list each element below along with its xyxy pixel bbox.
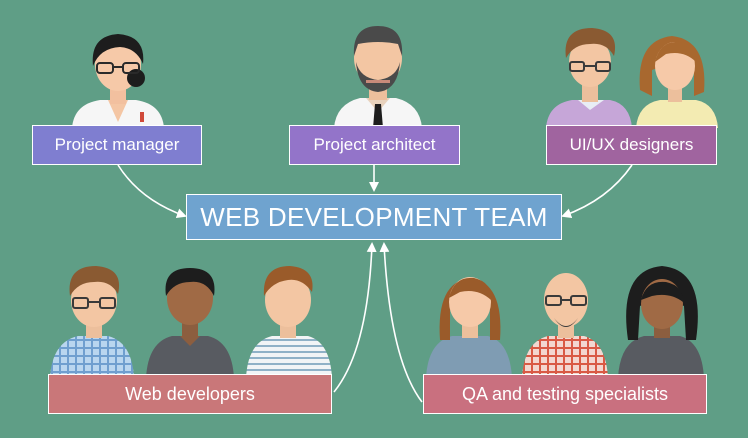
connector-arrows bbox=[117, 164, 633, 403]
arrow-project-manager bbox=[117, 164, 187, 219]
web-developers-label: Web developers bbox=[48, 374, 332, 414]
qa-specialist-3-figure bbox=[618, 266, 704, 378]
web-development-team-label: WEB DEVELOPMENT TEAM bbox=[186, 194, 562, 240]
web-developer-2-figure bbox=[146, 268, 234, 378]
web-developer-1-figure bbox=[50, 266, 134, 378]
ui-ux-designers-figure bbox=[546, 28, 718, 128]
project-architect-label: Project architect bbox=[289, 125, 460, 165]
arrow-ui-ux-designers bbox=[561, 164, 633, 219]
arrow-qa-specialists bbox=[379, 242, 423, 403]
project-manager-figure bbox=[72, 34, 164, 128]
web-developer-3-figure bbox=[246, 266, 332, 378]
qa-testing-specialists-label: QA and testing specialists bbox=[423, 374, 707, 414]
ui-ux-designers-label: UI/UX designers bbox=[546, 125, 717, 165]
project-manager-label: Project manager bbox=[32, 125, 202, 165]
qa-specialist-2-figure bbox=[522, 273, 608, 378]
project-architect-figure bbox=[334, 26, 422, 128]
arrow-web-developers bbox=[333, 242, 377, 393]
qa-specialist-1-figure bbox=[426, 277, 512, 378]
